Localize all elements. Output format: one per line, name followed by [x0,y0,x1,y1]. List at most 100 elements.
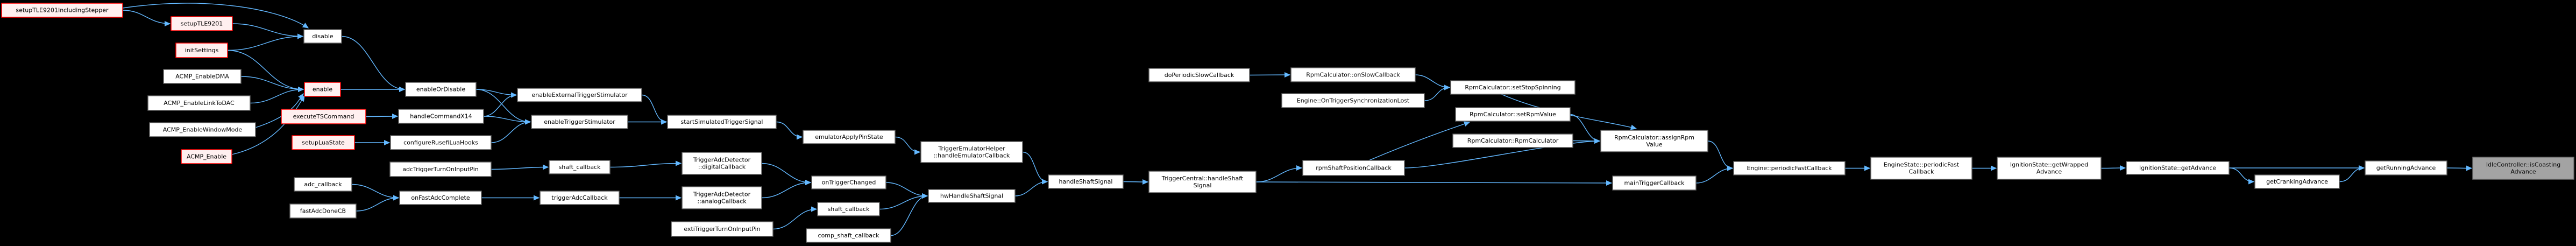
node-extitriggerturnoninputpin[interactable]: extiTriggerTurnOnInputPin [671,221,773,237]
edge-triggercentral-handleshaftsignal-to-rpmshaftpositioncallback [1255,165,1303,182]
node-label: RpmCalculator::assignRpm [1614,134,1694,141]
node-label: getCrankingAdvance [2266,178,2328,185]
node-setuptle9201includingstepper[interactable]: setupTLE9201IncludingStepper [1,3,123,18]
node-initsettings[interactable]: initSettings [175,43,228,58]
edge-adctriggerturnoninputpin-to-shaft-callback [491,164,549,170]
node-triggeremulatorhelper-handleemulatorcallback[interactable]: TriggerEmulatorHelper::handleEmulatorCal… [920,141,1023,163]
node-emulatorapplypinstate[interactable]: emulatorApplyPinState [803,130,896,144]
edge-enableexternaltriggerstimulator-to-startsimulatedtriggersignal [641,94,668,125]
node-hwhandleshaftsignal[interactable]: hwHandleShaftSignal [928,189,1016,203]
node-label: RpmCalculator::setStopSpinning [1465,84,1560,91]
node-comp-shaft-callback[interactable]: comp_shaft_callback [806,228,891,243]
node-label: setupTLE9201IncludingStepper [16,7,109,14]
edge-shaft-callback2-to-hwhandleshaftsignal [879,193,928,210]
node-engine-periodicfastcallback[interactable]: Engine::periodicFastCallback [1733,161,1846,175]
node-getrunningadvance[interactable]: getRunningAdvance [2365,160,2447,175]
node-doperiodicslowcallback[interactable]: doPeriodicSlowCallback [1148,68,1250,82]
edge-triggeremulatorhelper-handleemulatorcallback-to-handleshaftsignal [1022,151,1048,185]
node-startsimulatedtriggersignal[interactable]: startSimulatedTriggerSignal [667,115,777,129]
node-enableexternaltriggerstimulator[interactable]: enableExternalTriggerStimulator [517,88,642,102]
node-label: ACMP_EnableWindowMode [163,126,243,133]
node-ontriggerchanged[interactable]: onTriggerChanged [811,175,886,189]
node-enable[interactable]: enable [304,82,341,97]
edge-setuptle9201includingstepper-to-disable [122,3,309,29]
node-ignitionstate-getadvance[interactable]: IgnitionState::getAdvance [2126,161,2230,175]
node-engine-ontriggersynchronizationlost[interactable]: Engine::OnTriggerSynchronizationLost [1281,93,1425,108]
node-label: setupTLE9201 [181,20,223,27]
node-triggeradcdetector-analogcallback[interactable]: TriggerAdcDetector::analogCallback [682,186,762,209]
node-disable[interactable]: disable [303,29,342,44]
node-adc-callback[interactable]: adc_callback [294,177,352,192]
node-handlecommandx14[interactable]: handleCommandX14 [398,109,484,124]
node-label: enableExternalTriggerStimulator [531,92,628,99]
edge-acmp-enabledma-to-enable [240,76,304,92]
node-rpmcalculator-rpmcalculator[interactable]: RpmCalculator::RpmCalculator [1452,133,1573,148]
node-triggeradccallback[interactable]: triggerAdcCallback [540,191,620,205]
node-handleshaftsignal[interactable]: handleShaftSignal [1048,174,1124,189]
node-label: enable [313,86,333,93]
edge-emulatorapplypinstate-to-triggeremulatorhelper-handleemulatorcallback [895,136,921,155]
node-shaft-callback2[interactable]: shaft_callback [817,202,880,216]
node-label: hwHandleShaftSignal [940,193,1003,200]
node-rpmcalculator-setstopspinning[interactable]: RpmCalculator::setStopSpinning [1450,80,1576,95]
node-acmp-enablelinktodac[interactable]: ACMP_EnableLinkToDAC [147,95,251,111]
node-rpmcalculator-setrpmvalue[interactable]: RpmCalculator::setRpmValue [1455,107,1571,122]
node-label: Callback [1909,168,1934,175]
node-label: onTriggerChanged [822,179,876,186]
edge-comp-shaft-callback-to-hwhandleshaftsignal [890,193,928,236]
node-acmp-enable[interactable]: ACMP_Enable [181,149,232,164]
node-rpmcalculator-onslowcallback[interactable]: RpmCalculator::onSlowCallback [1290,67,1416,82]
node-label: TriggerAdcDetector [693,191,751,198]
edge-acmp-enable-to-enable [231,95,305,155]
node-triggeradcdetector-digitalcallback[interactable]: TriggerAdcDetector::digitalCallback [682,152,762,175]
node-triggercentral-handleshaftsignal[interactable]: TriggerCentral::handleShaftSignal [1148,171,1257,193]
node-label: IdleController::isCoasting [2486,161,2560,168]
node-label: RpmCalculator::RpmCalculator [1467,137,1559,144]
node-fastadcdonecb[interactable]: fastAdcDoneCB [289,203,357,219]
edge-triggeradcdetector-digitalcallback-to-ontriggerchanged [761,163,812,185]
node-label: TriggerAdcDetector [693,157,751,164]
node-setupluastate[interactable]: setupLuaState [292,135,355,150]
node-maintriggercallback[interactable]: mainTriggerCallback [1612,175,1697,191]
node-enableordisable[interactable]: enableOrDisable [405,82,477,97]
edge-disable-to-enableordisable [341,36,406,92]
edge-initsettings-to-disable [227,33,304,51]
edge-ontriggerchanged-to-hwhandleshaftsignal [885,182,928,199]
node-enabletriggerstimulator[interactable]: enableTriggerStimulator [531,115,628,129]
node-rpmshaftpositioncallback[interactable]: rpmShaftPositionCallback [1302,160,1405,176]
node-shaft-callback[interactable]: shaft_callback [549,160,611,174]
node-label: adc_callback [304,181,342,188]
node-label: comp_shaft_callback [818,232,880,239]
edge-handlecommandx14-to-enabletriggerstimulator [483,116,531,125]
edge-setuptle9201includingstepper-to-setuptle9201 [122,10,171,26]
edge-engine-ontriggersynchronizationlost-to-rpmcalculator-setstopspinning [1424,85,1451,101]
node-label: Value [1646,141,1662,148]
node-acmp-enabledma[interactable]: ACMP_EnableDMA [163,69,242,84]
edge-ignitionstate-getadvance-to-getcrankingadvance [2229,167,2255,185]
node-getcrankingadvance[interactable]: getCrankingAdvance [2254,174,2340,189]
edge-acmp-enablelinktodac-to-enable [250,87,304,104]
node-label: ACMP_Enable [187,153,226,160]
edge-startsimulatedtriggersignal-to-emulatorapplypinstate [776,121,803,140]
edge-configurerusefiluahooks-to-enabletriggerstimulator [491,119,531,143]
node-adctriggerturnoninputpin[interactable]: adcTriggerTurnOnInputPin [389,161,492,177]
edge-triggercentral-handleshaftsignal-to-maintriggercallback [1255,180,1613,186]
node-setuptle9201[interactable]: setupTLE9201 [171,16,233,31]
node-label: rpmShaftPositionCallback [1316,165,1392,172]
node-executetscommand[interactable]: executeTSCommand [281,109,366,124]
node-label: disable [312,33,333,40]
node-label: Advance [2036,168,2062,175]
node-label: extiTriggerTurnOnInputPin [684,226,760,233]
edge-triggeradcdetector-analogcallback-to-ontriggerchanged [761,180,812,199]
node-onfastadccomplete[interactable]: onFastAdcComplete [399,191,482,205]
node-enginestate-periodicfastcallback[interactable]: EngineState::periodicFastCallback [1870,157,1972,180]
node-acmp-enablewindowmode[interactable]: ACMP_EnableWindowMode [149,122,256,137]
node-label: ::analogCallback [697,198,747,205]
edge-maintriggercallback-to-engine-periodicfastcallback [1695,165,1734,184]
node-configurerusefiluahooks[interactable]: configureRusefiLuaHooks [390,135,492,150]
node-label: startSimulatedTriggerSignal [681,118,763,125]
